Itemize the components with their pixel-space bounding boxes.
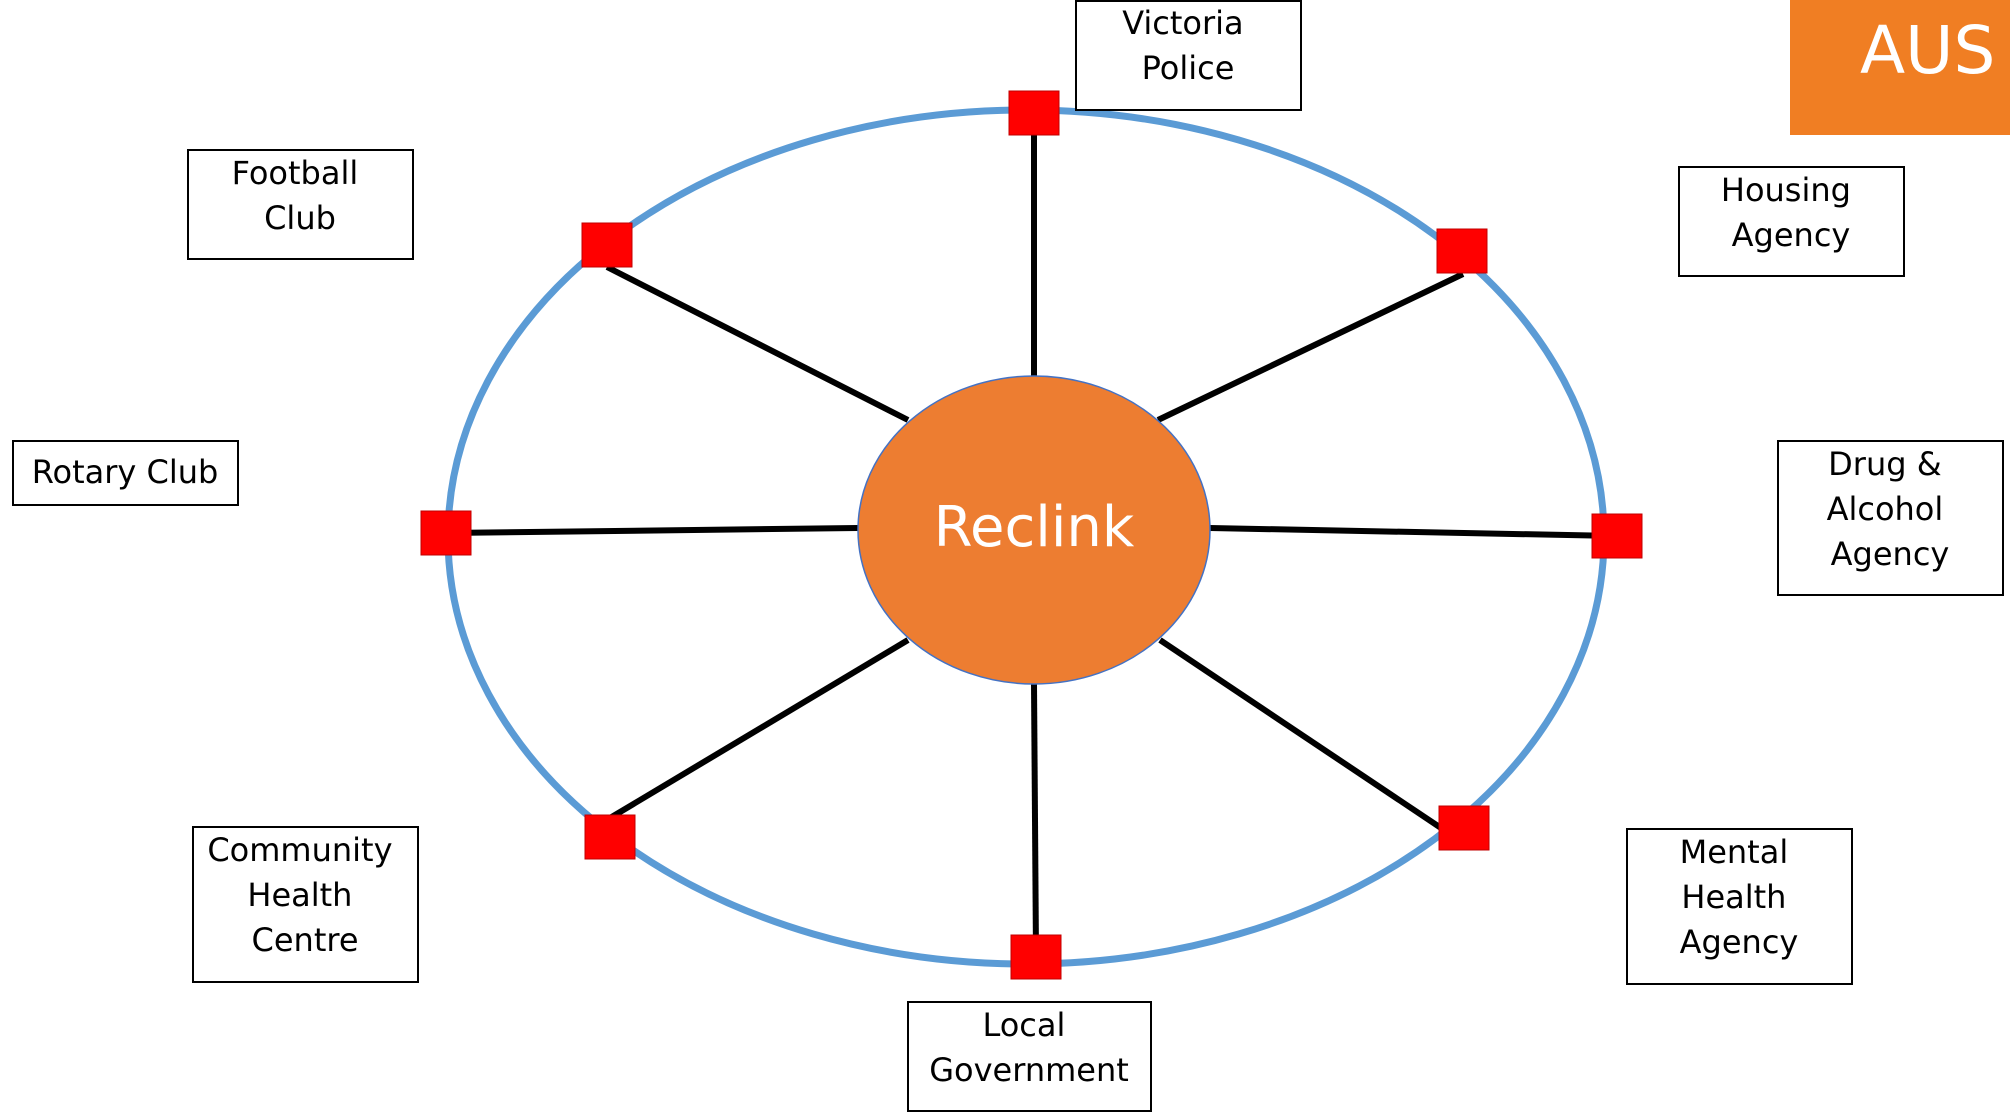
node-label-line: Victoria bbox=[1122, 4, 1243, 42]
node-label-line: Housing bbox=[1721, 171, 1851, 209]
node-label-line: Government bbox=[929, 1051, 1129, 1089]
node-local-government[interactable]: Local Government bbox=[907, 1001, 1152, 1112]
spoke-mental-health-agency bbox=[1158, 637, 1443, 831]
node-label-line: Centre bbox=[252, 921, 359, 959]
spokes bbox=[445, 113, 1618, 956]
node-label-line: Community bbox=[207, 831, 392, 869]
spoke-housing-agency bbox=[1156, 271, 1465, 423]
node-community-health-centre[interactable]: Community Health Centre bbox=[192, 826, 419, 983]
hub: Reclink bbox=[857, 375, 1211, 685]
node-box bbox=[187, 149, 414, 260]
node-rotary-club[interactable]: Rotary Club bbox=[12, 440, 239, 506]
node-mental-health-agency[interactable]: Mental Health Agency bbox=[1626, 828, 1853, 985]
logo-text: AUS bbox=[1860, 12, 1995, 89]
hub-label: Reclink bbox=[934, 495, 1135, 560]
node-label-line: Club bbox=[264, 199, 336, 237]
node-label: Victoria Police bbox=[1122, 4, 1254, 87]
node-label-line: Police bbox=[1142, 49, 1235, 87]
node-box bbox=[1626, 828, 1853, 985]
node-box bbox=[192, 826, 419, 983]
hub-ellipse bbox=[857, 375, 1211, 685]
connector-local-government bbox=[1010, 934, 1062, 980]
node-label: Mental Health Agency bbox=[1680, 833, 1799, 961]
node-label-line: Agency bbox=[1831, 535, 1950, 573]
node-label: Housing Agency bbox=[1721, 171, 1861, 254]
node-label: Drug & Alcohol Agency bbox=[1827, 445, 1954, 573]
connectors bbox=[420, 90, 1643, 980]
node-label-line: Agency bbox=[1732, 216, 1851, 254]
connector-drug-alcohol-agency bbox=[1591, 513, 1643, 559]
node-label-line: Mental bbox=[1680, 833, 1789, 871]
connector-community-health-centre bbox=[584, 814, 636, 860]
spoke-football-club bbox=[605, 264, 910, 423]
connector-housing-agency bbox=[1436, 228, 1488, 274]
spoke-community-health-centre bbox=[608, 637, 910, 821]
connector-mental-health-agency bbox=[1438, 805, 1490, 851]
spoke-drug-alcohol-agency bbox=[1209, 525, 1618, 539]
node-box bbox=[12, 440, 239, 506]
node-label-line: Rotary Club bbox=[32, 453, 219, 491]
node-label-line: Drug & bbox=[1828, 445, 1942, 483]
node-box bbox=[1777, 440, 2004, 596]
node-drug-alcohol-agency[interactable]: Drug & Alcohol Agency bbox=[1777, 440, 2004, 596]
node-label: Rotary Club bbox=[32, 453, 219, 491]
nodes: Victoria Police Housing Agency Drug & Al… bbox=[12, 0, 2004, 1112]
connector-victoria-police bbox=[1008, 90, 1060, 136]
node-label-line: Football bbox=[232, 154, 359, 192]
spoke-rotary-club bbox=[445, 525, 859, 536]
node-label: Football Club bbox=[232, 154, 369, 237]
node-label-line: Health bbox=[1681, 878, 1786, 916]
connector-rotary-club bbox=[420, 510, 472, 556]
node-label-line: Health bbox=[247, 876, 352, 914]
spoke-local-government bbox=[1031, 683, 1039, 956]
node-label-line: Local bbox=[982, 1006, 1065, 1044]
node-box bbox=[1075, 0, 1302, 111]
node-box bbox=[907, 1001, 1152, 1112]
brand-logo: AUS bbox=[1790, 0, 2010, 135]
node-label-line: Agency bbox=[1680, 923, 1799, 961]
node-label-line: Alcohol bbox=[1827, 490, 1944, 528]
node-box bbox=[1678, 166, 1905, 277]
connector-football-club bbox=[581, 222, 633, 268]
node-housing-agency[interactable]: Housing Agency bbox=[1678, 166, 1905, 277]
logo-background bbox=[1790, 0, 2010, 135]
node-label: Community Health Centre bbox=[207, 831, 402, 959]
node-label: Local Government bbox=[929, 1006, 1129, 1089]
node-football-club[interactable]: Football Club bbox=[187, 149, 414, 260]
node-victoria-police[interactable]: Victoria Police bbox=[1075, 0, 1302, 111]
